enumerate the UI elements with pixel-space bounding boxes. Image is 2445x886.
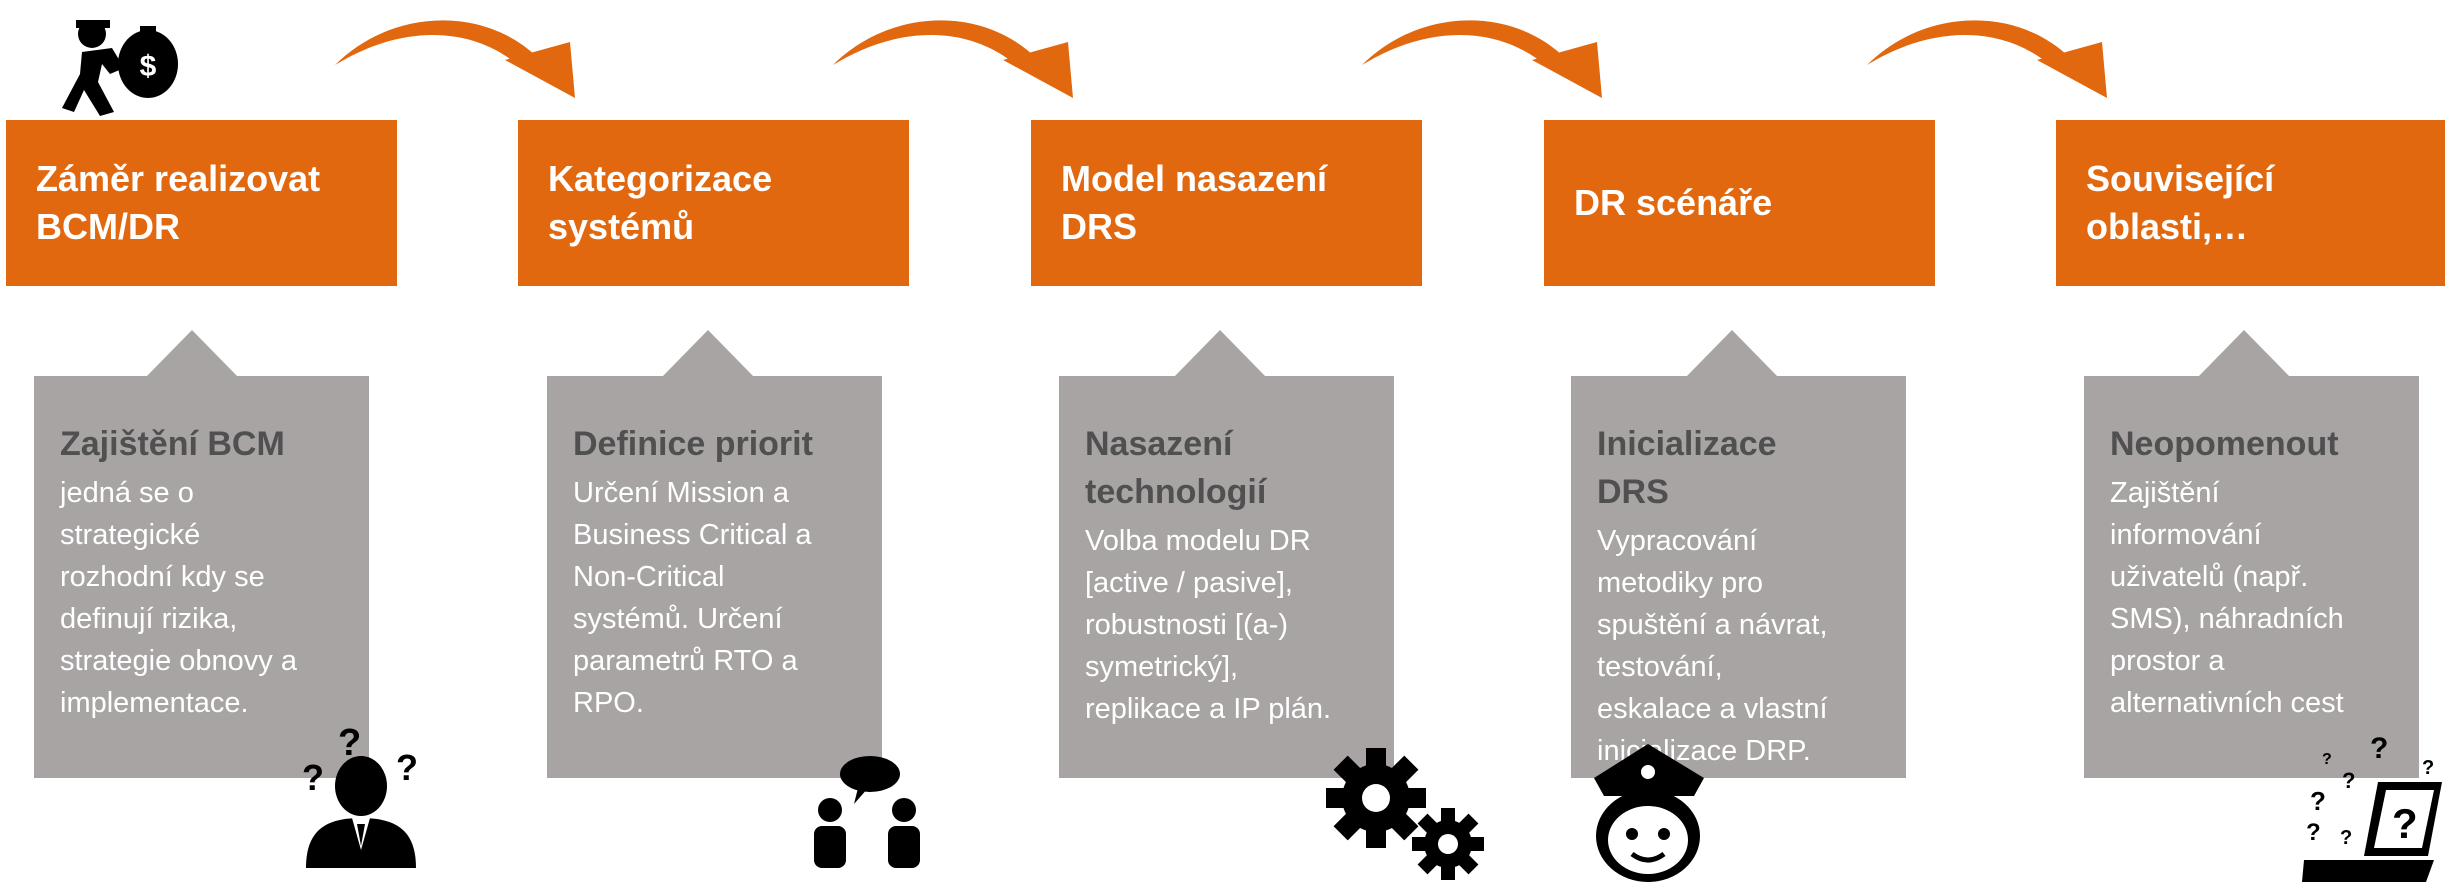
card-title: Zajištění BCM: [60, 425, 285, 463]
svg-text:?: ?: [2340, 827, 2352, 849]
step-header-label: Kategorizace systémů: [548, 158, 773, 247]
step-header-label: Související oblasti,…: [2086, 158, 2275, 247]
callout-pointer: [2198, 330, 2290, 377]
svg-text:?: ?: [2370, 736, 2388, 765]
callout-pointer: [662, 330, 754, 377]
step-card-5: Neopomenout Zajištění informování uživat…: [2084, 376, 2419, 778]
svg-text:?: ?: [302, 757, 324, 798]
card-body: Vypracování metodiky pro spuštění a návr…: [1597, 525, 1828, 767]
police-officer-icon: [1594, 744, 1704, 882]
step-card-1: Zajištění BCM jedná se o strategické roz…: [34, 376, 369, 778]
laptop-question-icon: ? ? ? ? ? ? ? ?: [2302, 736, 2442, 882]
svg-text:?: ?: [2322, 751, 2332, 768]
flow-arrow-4: [1867, 20, 2107, 98]
svg-text:?: ?: [2306, 819, 2321, 846]
step-header-3: Model nasazení DRS: [1031, 120, 1422, 286]
gears-icon: [1326, 748, 1484, 880]
card-body: Určení Mission a Business Critical a Non…: [573, 477, 812, 719]
card-body: Volba modelu DR [active / pasive], robus…: [1085, 525, 1332, 725]
svg-text:?: ?: [2310, 786, 2326, 816]
thief-money-bag-icon: $: [62, 20, 178, 116]
callout-pointer: [146, 330, 238, 377]
svg-text:?: ?: [338, 722, 361, 764]
confused-person-icon: ? ? ?: [302, 722, 418, 868]
step-header-1: Záměr realizovat BCM/DR: [6, 120, 397, 286]
callout-pointer: [1686, 330, 1778, 377]
discussion-people-icon: [814, 756, 920, 868]
flow-arrow-1: [335, 20, 575, 98]
card-title: Nasazení technologií: [1085, 425, 1267, 511]
card-title: Neopomenout: [2110, 425, 2339, 463]
step-header-4: DR scénáře: [1544, 120, 1935, 286]
step-header-2: Kategorizace systémů: [518, 120, 909, 286]
card-body: jedná se o strategické rozhodní kdy se d…: [60, 477, 297, 719]
flow-arrow-3: [1362, 20, 1602, 98]
flow-arrow-2: [833, 20, 1073, 98]
svg-text:?: ?: [2422, 757, 2434, 779]
step-header-label: Model nasazení DRS: [1061, 158, 1328, 247]
step-header-label: DR scénáře: [1574, 182, 1773, 223]
step-card-4: Inicializace DRS Vypracování metodiky pr…: [1571, 376, 1906, 778]
step-header-label: Záměr realizovat BCM/DR: [36, 158, 321, 247]
step-card-3: Nasazení technologií Volba modelu DR [ac…: [1059, 376, 1394, 778]
card-body: Zajištění informování uživatelů (např. S…: [2110, 477, 2344, 719]
step-card-2: Definice priorit Určení Mission a Busine…: [547, 376, 882, 778]
card-title: Definice priorit: [573, 425, 813, 463]
svg-text:$: $: [140, 50, 157, 83]
svg-text:?: ?: [2342, 768, 2355, 793]
svg-text:?: ?: [2392, 800, 2418, 847]
svg-text:?: ?: [396, 747, 418, 788]
step-header-5: Související oblasti,…: [2056, 120, 2445, 286]
callout-pointer: [1174, 330, 1266, 377]
card-title: Inicializace DRS: [1597, 425, 1777, 511]
